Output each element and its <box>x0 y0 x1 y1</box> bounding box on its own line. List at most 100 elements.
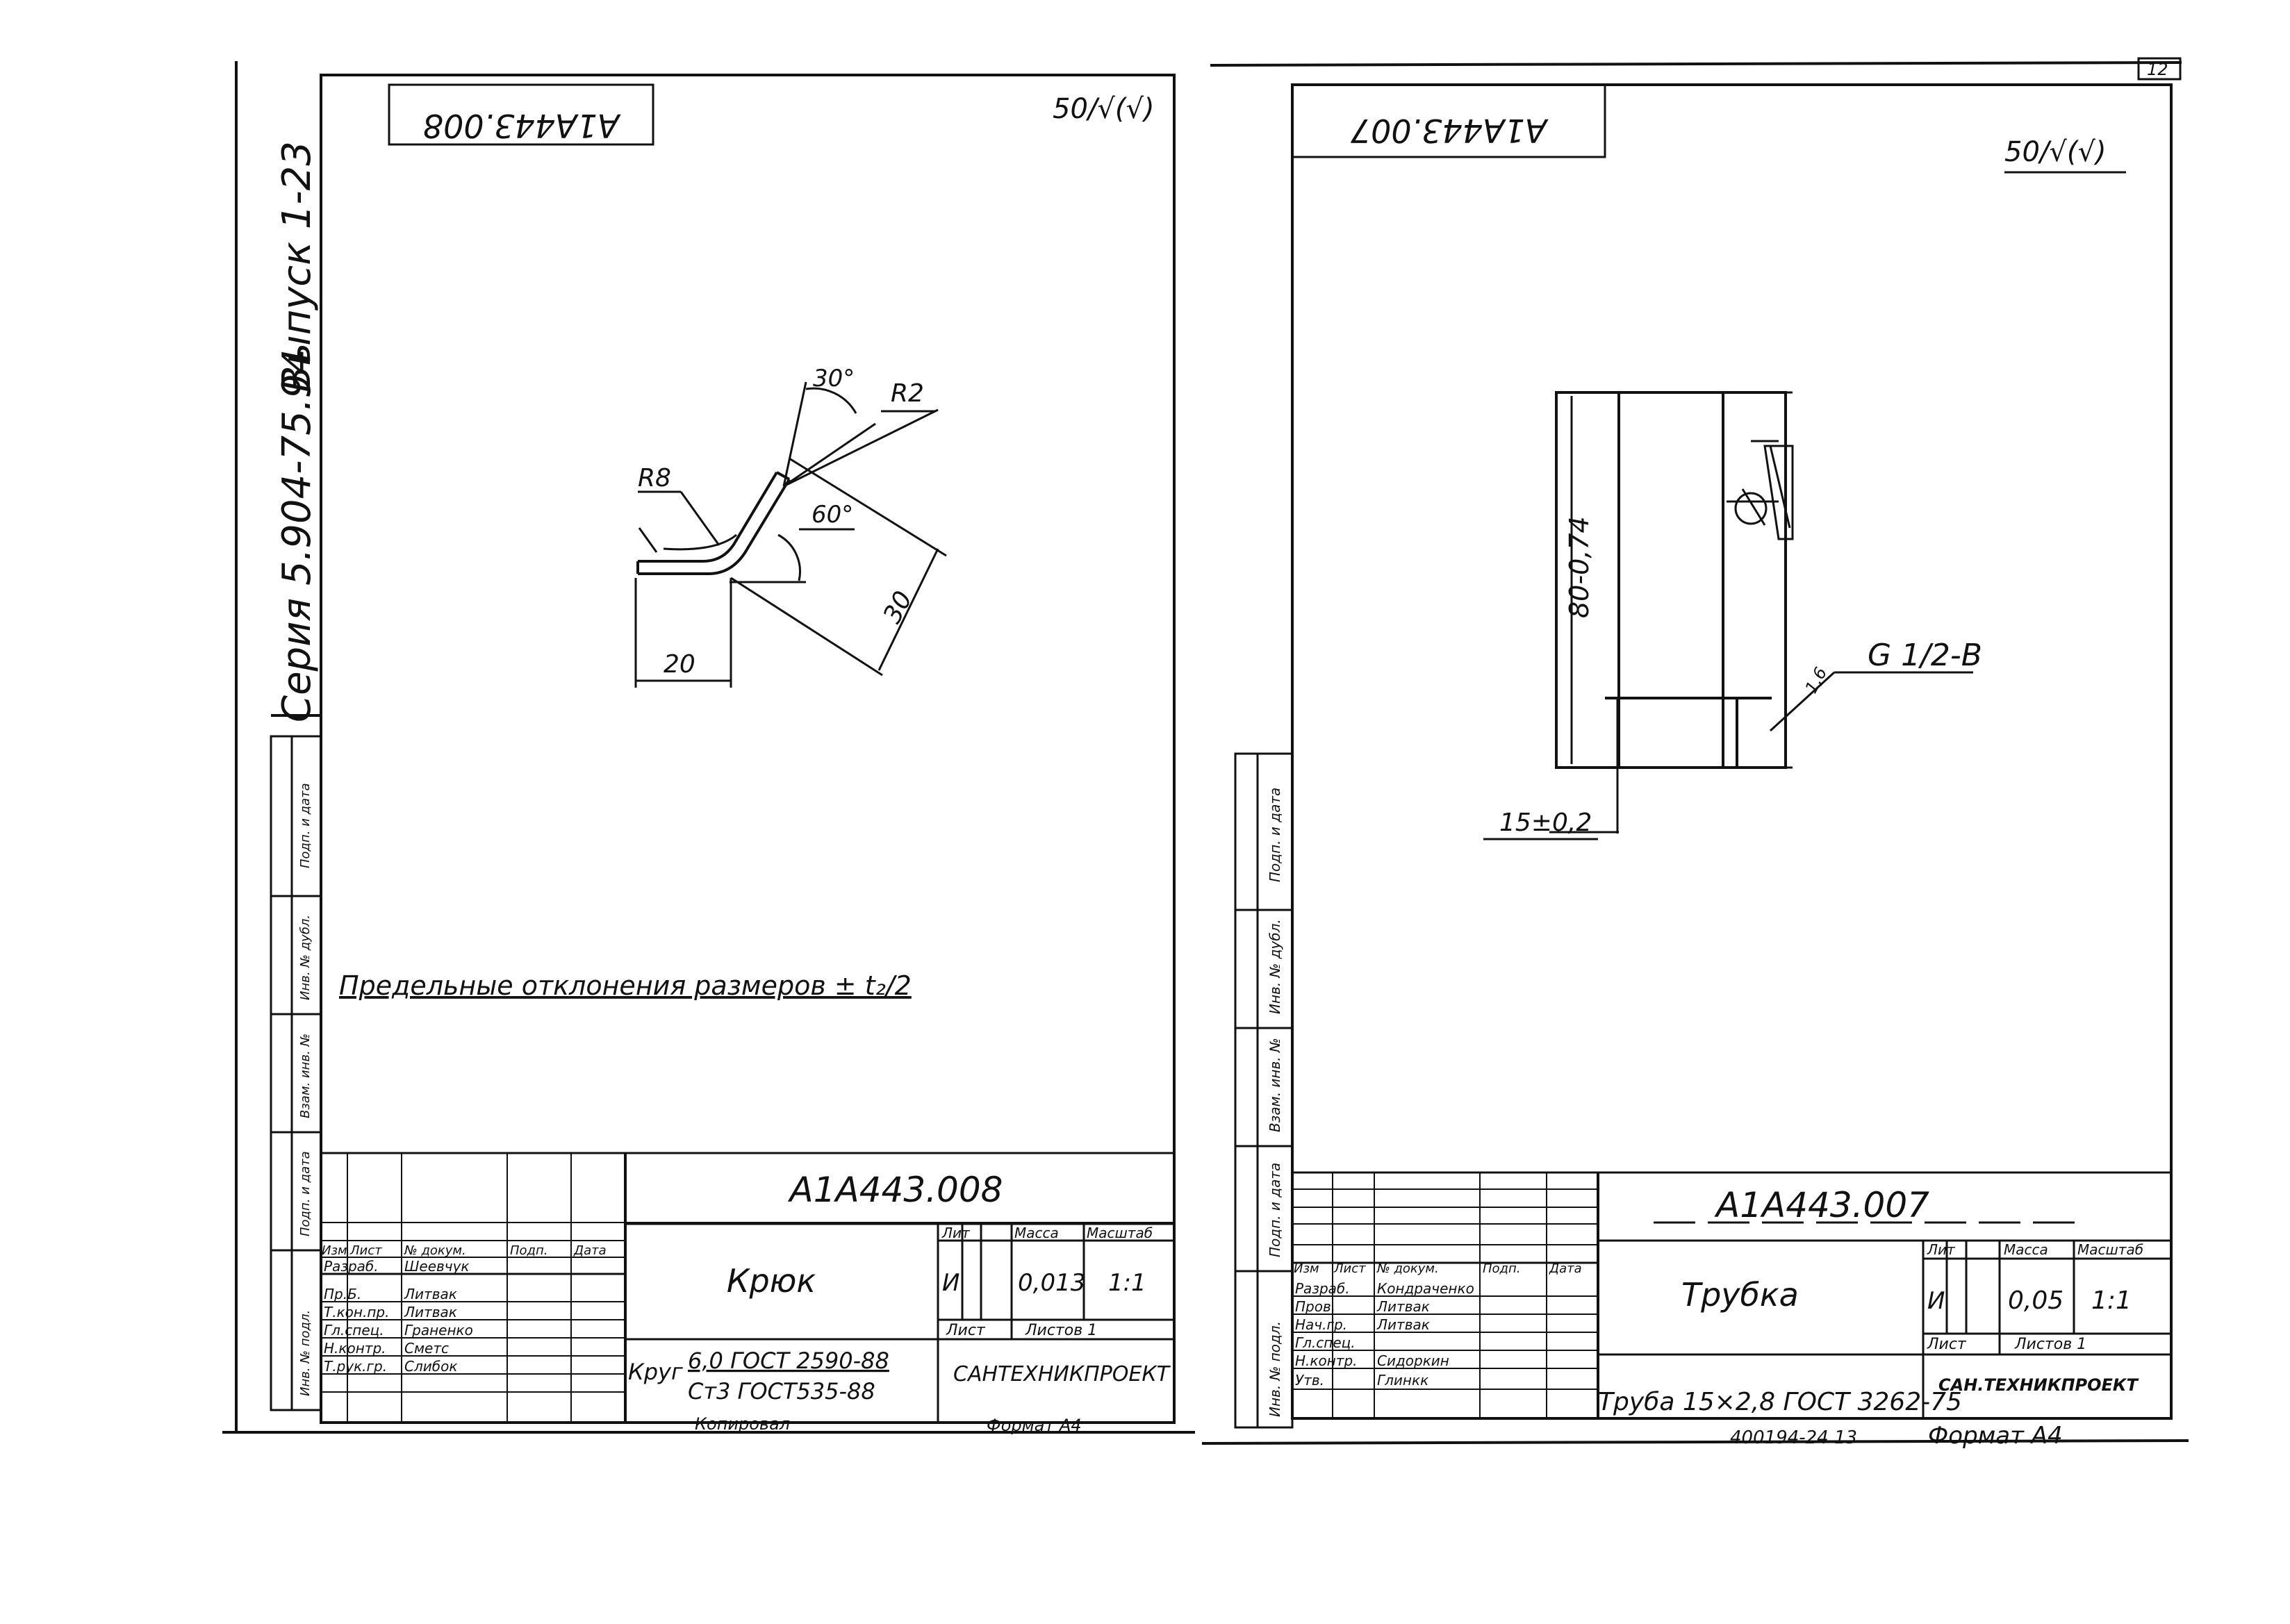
right-role-6: Утв. <box>1295 1372 1324 1389</box>
left-code-box: А1А443.008 <box>388 83 654 146</box>
right-person-5: Сидоркин <box>1377 1352 1449 1369</box>
right-mass-label: Масса <box>2004 1241 2048 1258</box>
right-mirrored-code: А1А443.007 <box>1351 112 1549 149</box>
right-role-3: Нач.гр. <box>1295 1316 1347 1333</box>
right-person-2: Литвак <box>1376 1298 1430 1315</box>
tube-dim-diameter: 15±0,2 <box>1499 809 1592 837</box>
right-footer-order: 400194-24 13 <box>1730 1427 1857 1448</box>
margin-cell-2: Инв. № дубл. <box>298 915 313 1000</box>
tube-dim-thread: G 1/2-В <box>1868 638 1982 673</box>
right-lit-value: И <box>1927 1287 1945 1315</box>
tube-dim-length: 80-0,74 <box>1564 516 1595 618</box>
right-roughness: 50/√(√) <box>2004 136 2107 168</box>
left-mirrored-code: А1А443.008 <box>423 107 621 144</box>
right-title-block <box>1292 1171 2171 1418</box>
right-role-5: Н.контр. <box>1295 1352 1358 1369</box>
margin-cell-4: Подп. и дата <box>298 1151 313 1236</box>
left-person-1: Шеевчук <box>404 1258 470 1275</box>
left-hdr-izm: Изм <box>322 1243 347 1258</box>
hook-dim-30: 30 <box>878 587 919 629</box>
left-hdr-sign: Подп. <box>510 1243 547 1258</box>
left-tolerance-note: Предельные отклонения размеров ± t₂/2 <box>339 970 912 1001</box>
right-footer-format: Формат А4 <box>1928 1422 2063 1450</box>
right-designation: А1А443.007 <box>1714 1185 1929 1225</box>
page-number: 12 <box>2147 60 2168 79</box>
right-org: САН.ТЕХНИКПРОЕКТ <box>1938 1375 2139 1395</box>
left-person-4: Граненко <box>404 1322 473 1339</box>
left-roughness: 50/√(√) <box>1053 93 1155 125</box>
side-margin: Серия 5.904-75.94 Выпуск 1-23 Подп. и да… <box>270 141 1294 1429</box>
left-role-3: Т.кон.пр. <box>324 1304 389 1320</box>
left-person-3: Литвак <box>404 1304 457 1320</box>
right-hdr-izm: Изм <box>1294 1261 1319 1276</box>
hook-dim-60deg: 60° <box>812 501 853 529</box>
left-mass-value: 0,013 <box>1018 1269 1085 1297</box>
left-lit-value: И <box>942 1269 959 1297</box>
margin-cell-4-right: Подп. и дата <box>1267 1163 1283 1257</box>
left-role-4: Гл.спец. <box>324 1322 384 1339</box>
margin-cell-2-right: Инв. № дубл. <box>1267 919 1283 1014</box>
left-org: САНТЕХНИКПРОЕКТ <box>953 1362 1171 1386</box>
left-hdr-date: Дата <box>573 1243 607 1258</box>
tube-dims <box>1483 391 1973 840</box>
left-title-block <box>321 1152 1174 1423</box>
right-hdr-doc: № докум. <box>1376 1261 1439 1276</box>
margin-cell-1: Подп. и дата <box>298 783 313 868</box>
right-sheet-frame <box>1201 61 2189 1445</box>
right-part-name: Трубка <box>1681 1276 1799 1314</box>
right-person-1: Кондраченко <box>1377 1280 1474 1297</box>
hook-dim-30deg: 30° <box>813 365 855 392</box>
right-hdr-sign: Подп. <box>1483 1261 1520 1276</box>
left-material-prefix: Круг <box>628 1359 683 1385</box>
left-mass-label: Масса <box>1014 1225 1059 1241</box>
right-hdr-list: Лист <box>1333 1261 1366 1276</box>
right-sheets-label: Листов 1 <box>2014 1336 2086 1353</box>
left-part-name: Крюк <box>727 1262 816 1300</box>
left-designation: А1А443.008 <box>788 1170 1003 1210</box>
tube-dim-chamfer: 1,6 <box>1802 664 1831 697</box>
right-person-6: Глинкк <box>1377 1372 1428 1389</box>
margin-cell-3-right: Взам. инв. № <box>1267 1038 1283 1132</box>
right-scale-label: Масштаб <box>2077 1241 2143 1258</box>
hook-drawing <box>634 381 947 688</box>
left-material-bottom: Ст3 ГОСТ535-88 <box>688 1378 875 1405</box>
right-person-3: Литвак <box>1376 1316 1430 1333</box>
right-hdr-date: Дата <box>1549 1261 1582 1276</box>
left-scale-label: Масштаб <box>1087 1225 1153 1241</box>
right-sheet-label: Лист <box>1927 1336 1967 1353</box>
hook-dim-r8: R8 <box>638 464 671 492</box>
left-role-6: Т.рук.гр. <box>324 1358 387 1375</box>
right-scale-value: 1:1 <box>2091 1286 2132 1315</box>
left-sheet-label: Лист <box>946 1322 986 1339</box>
left-person-2: Литвак <box>404 1286 457 1302</box>
series-label: Серия 5.904-75.94 <box>274 349 320 722</box>
right-code-box: А1А443.007 <box>1291 83 1606 158</box>
left-hdr-list: Лист <box>349 1243 382 1258</box>
left-sheets-label: Листов 1 <box>1025 1322 1097 1339</box>
left-person-5: Сметс <box>404 1340 449 1357</box>
left-material-top: 6,0 ГОСТ 2590-88 <box>688 1348 889 1374</box>
left-person-6: Слибок <box>404 1358 457 1375</box>
right-material: Труба 15×2,8 ГОСТ 3262-75 <box>1598 1388 1962 1416</box>
right-role-4: Гл.спец. <box>1295 1334 1356 1351</box>
right-lit-label: Лит <box>1927 1241 1956 1258</box>
left-lit-label: Лит <box>941 1225 971 1241</box>
margin-cell-5-right: Инв. № подл. <box>1267 1321 1283 1417</box>
right-mass-value: 0,05 <box>2008 1286 2064 1315</box>
margin-cell-1-right: Подп. и дата <box>1267 788 1283 882</box>
right-role-2: Пров. <box>1295 1298 1335 1315</box>
hook-dim-20: 20 <box>664 650 695 679</box>
hook-dim-r2: R2 <box>891 379 924 408</box>
left-role-5: Н.контр. <box>324 1340 386 1357</box>
margin-cell-3: Взам. инв. № <box>298 1034 313 1118</box>
page-number-box <box>2137 57 2182 81</box>
left-role-2: Пр.Б. <box>324 1286 361 1302</box>
margin-cell-5: Инв. № подл. <box>298 1310 313 1396</box>
left-role-1: Разраб. <box>324 1258 379 1275</box>
left-footer-copied: Копировал <box>695 1414 790 1434</box>
left-hdr-doc: № докум. <box>404 1243 466 1258</box>
left-footer-format: Формат А4 <box>987 1416 1082 1435</box>
left-scale-value: 1:1 <box>1108 1269 1146 1297</box>
issue-label: Выпуск 1-23 <box>274 141 320 392</box>
